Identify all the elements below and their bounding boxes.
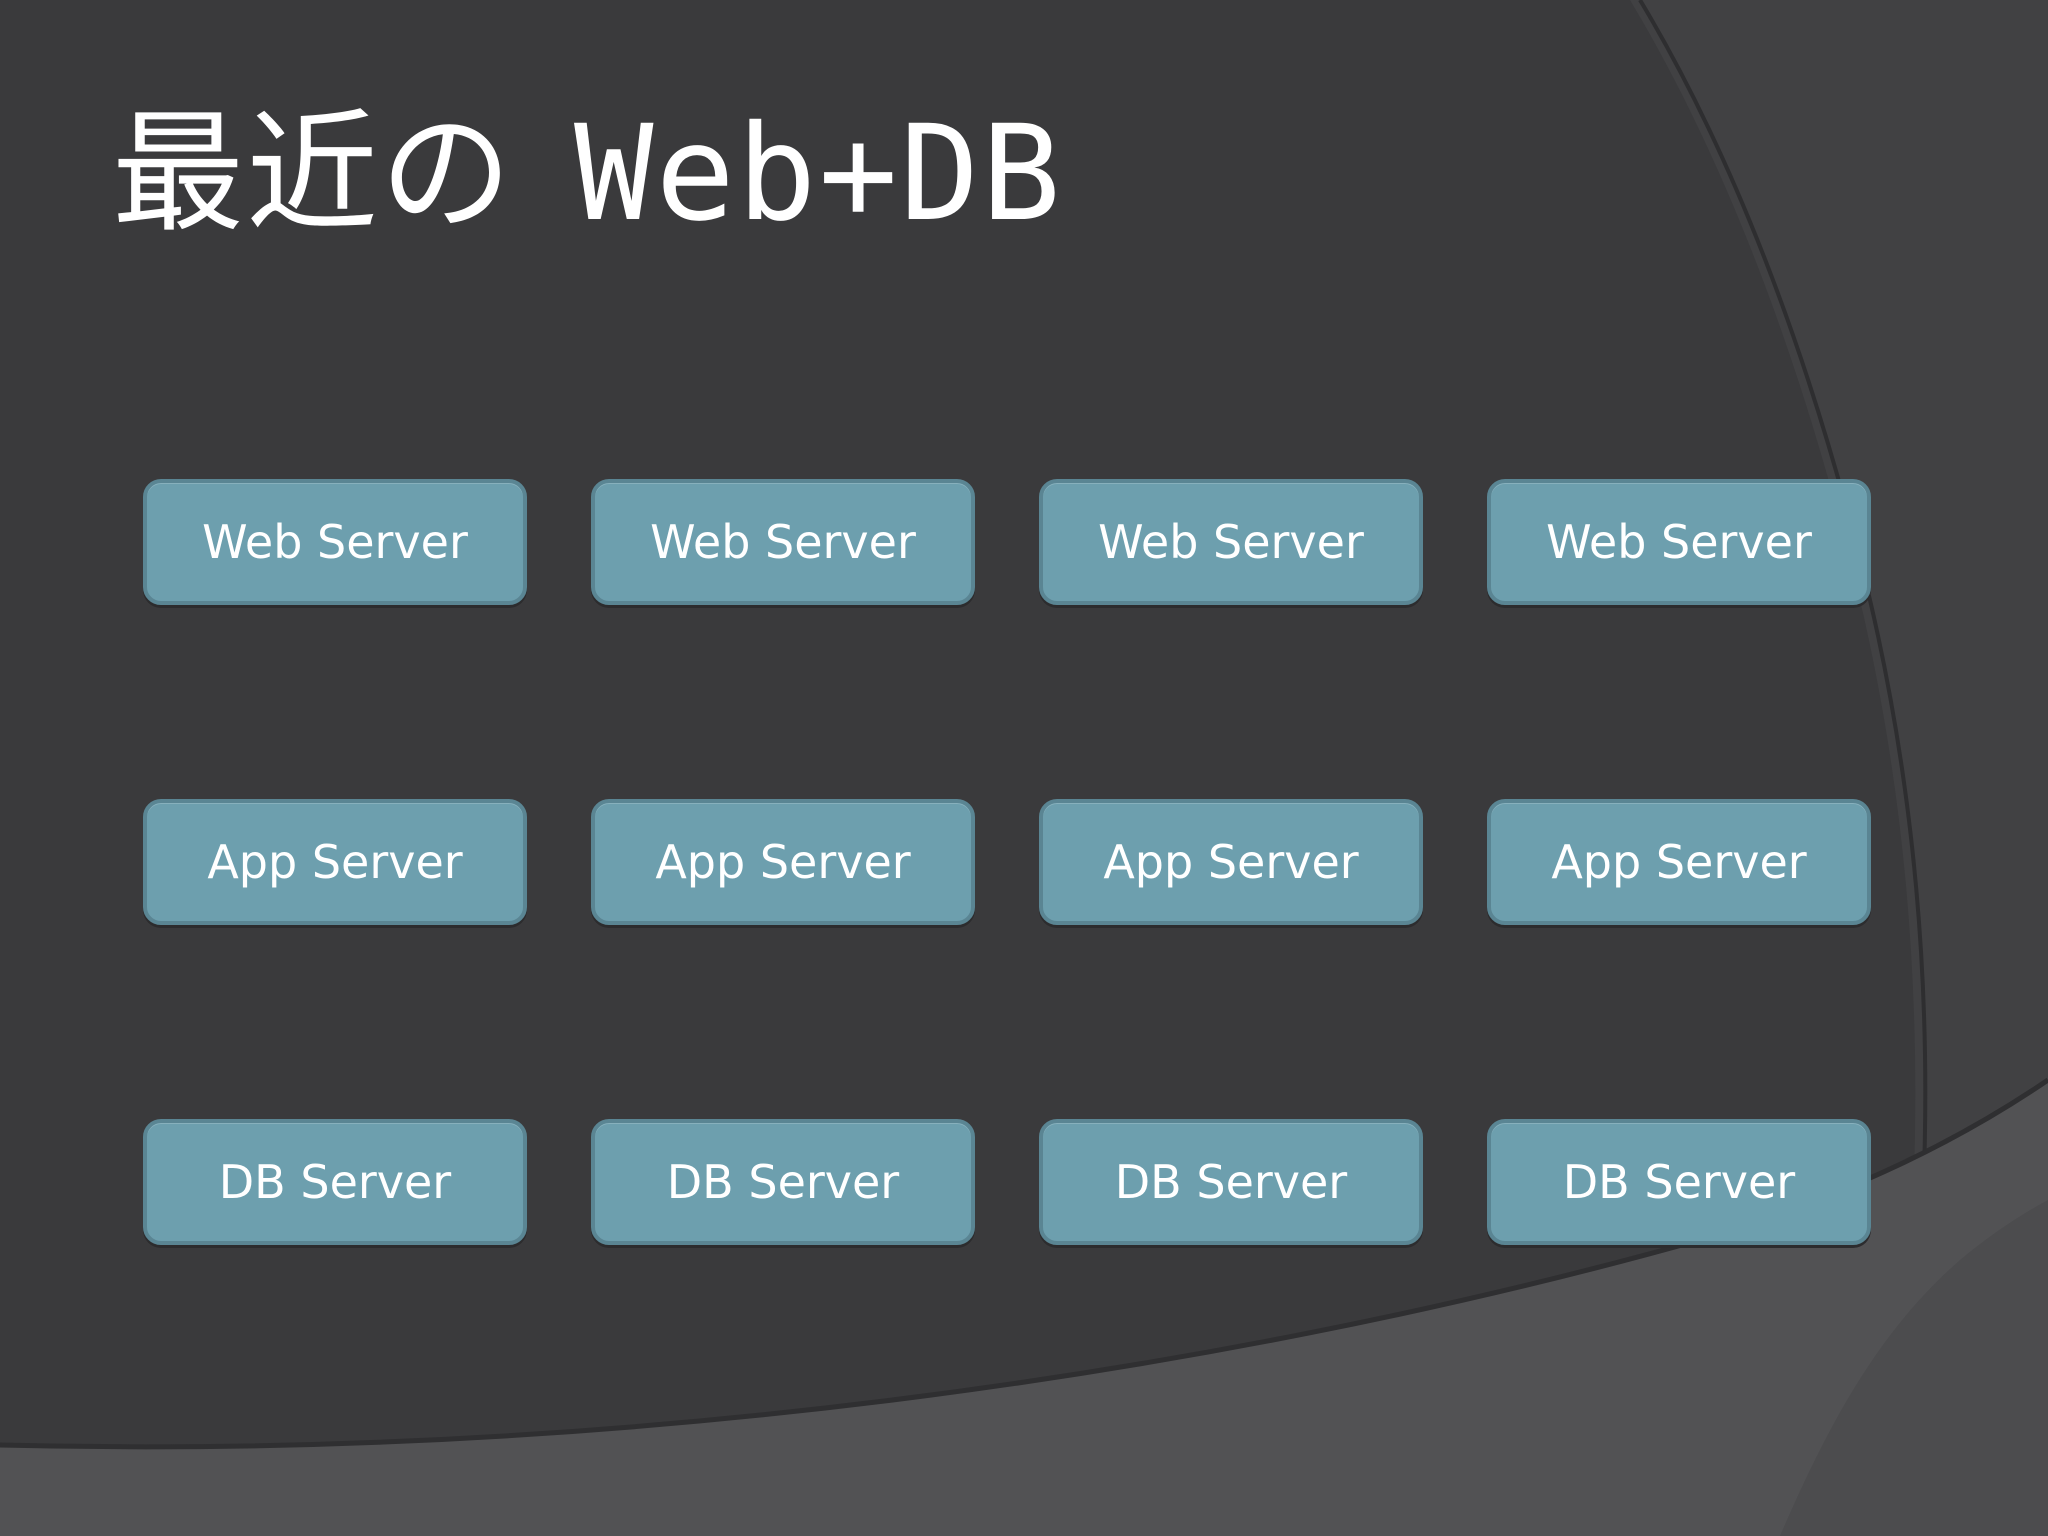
db-server-label: DB Server bbox=[1562, 1155, 1796, 1209]
web-server-box-4: Web Server bbox=[1487, 479, 1871, 605]
app-server-box-4: App Server bbox=[1487, 799, 1871, 925]
web-server-box-1: Web Server bbox=[143, 479, 527, 605]
app-server-label: App Server bbox=[655, 835, 911, 889]
app-server-box-1: App Server bbox=[143, 799, 527, 925]
app-server-label: App Server bbox=[207, 835, 463, 889]
app-server-label: App Server bbox=[1103, 835, 1359, 889]
app-server-box-2: App Server bbox=[591, 799, 975, 925]
web-server-label: Web Server bbox=[1098, 515, 1364, 569]
db-server-box-2: DB Server bbox=[591, 1119, 975, 1245]
title-japanese: 最近の bbox=[112, 97, 514, 251]
db-server-box-1: DB Server bbox=[143, 1119, 527, 1245]
app-server-box-3: App Server bbox=[1039, 799, 1423, 925]
db-server-label: DB Server bbox=[218, 1155, 452, 1209]
db-server-box-4: DB Server bbox=[1487, 1119, 1871, 1245]
db-server-label: DB Server bbox=[666, 1155, 900, 1209]
web-server-box-3: Web Server bbox=[1039, 479, 1423, 605]
db-server-label: DB Server bbox=[1114, 1155, 1348, 1209]
title-english: Web+DB bbox=[574, 97, 1063, 251]
db-server-box-3: DB Server bbox=[1039, 1119, 1423, 1245]
web-server-label: Web Server bbox=[1546, 515, 1812, 569]
app-server-label: App Server bbox=[1551, 835, 1807, 889]
web-server-box-2: Web Server bbox=[591, 479, 975, 605]
web-server-label: Web Server bbox=[650, 515, 916, 569]
web-server-label: Web Server bbox=[202, 515, 468, 569]
